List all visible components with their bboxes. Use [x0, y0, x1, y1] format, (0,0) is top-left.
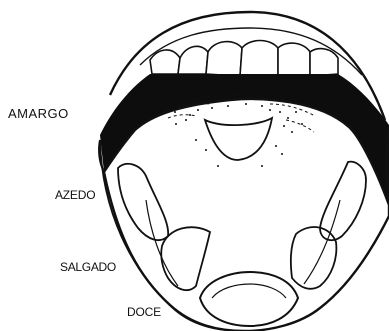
label-doce: DOCE [127, 305, 161, 319]
label-salgado: SALGADO [60, 260, 116, 274]
tongue-outline [104, 99, 389, 331]
label-azedo: AZEDO [55, 188, 95, 202]
label-amargo: AMARGO [8, 106, 69, 121]
upper-teeth [150, 41, 338, 77]
